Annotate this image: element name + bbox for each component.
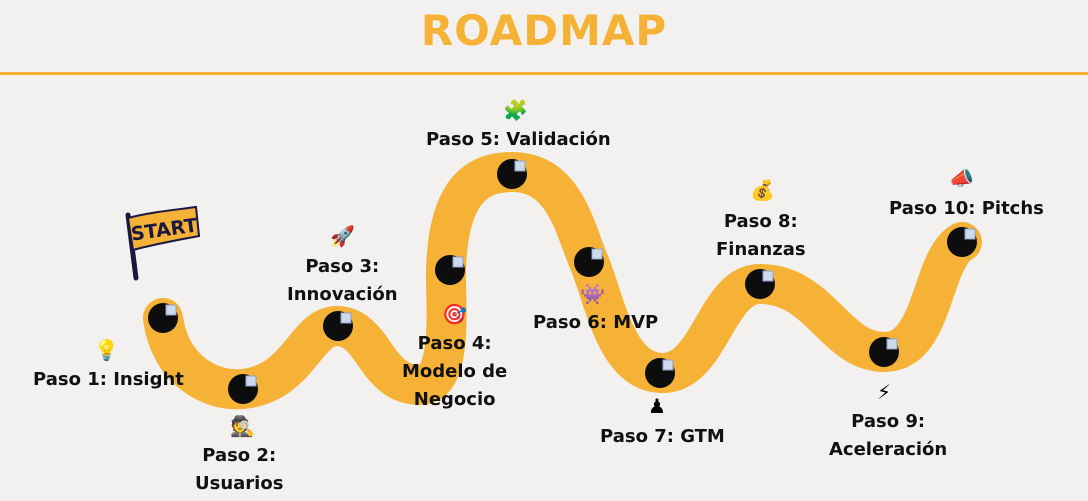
rocket-icon: 🚀	[330, 224, 355, 248]
step-2-label: Paso 2: Usuarios	[195, 445, 284, 494]
road-path	[143, 152, 982, 410]
step-8-label: Paso 8: Finanzas	[716, 211, 806, 260]
step-5-label: Paso 5: Validación	[426, 129, 611, 150]
step-9-label: Paso 9: Aceleración	[829, 411, 948, 460]
start-flag: START	[125, 205, 201, 281]
lightbulb-icon: 💡	[94, 338, 119, 362]
node-step-7	[645, 358, 675, 388]
node-step-1	[148, 303, 178, 333]
puzzle-icon: 🧩	[503, 98, 528, 122]
step-1-label: Paso 1: Insight	[33, 369, 184, 390]
megaphone-icon: 📣	[949, 166, 974, 190]
step-6-label: Paso 6: MVP	[533, 312, 659, 333]
money-bag-icon: 💰	[750, 178, 775, 202]
node-step-8	[745, 269, 775, 299]
node-step-5	[497, 159, 527, 189]
step-4-label: Paso 4: Modelo de Negocio	[402, 333, 508, 410]
detective-icon: 🕵	[230, 414, 255, 438]
lightning-icon: ⚡	[877, 380, 892, 404]
page-title: ROADMAP	[420, 6, 668, 55]
invader-icon: 👾	[580, 282, 605, 306]
step-10-label: Paso 10: Pitchs	[889, 198, 1044, 219]
flag-cloth	[126, 205, 201, 252]
step-3-label: Paso 3: Innovación	[287, 256, 398, 305]
target-icon: 🎯	[442, 302, 467, 326]
node-step-4	[435, 255, 465, 285]
node-step-2	[228, 374, 258, 404]
node-step-10	[947, 227, 977, 257]
step-7-label: Paso 7: GTM	[600, 426, 725, 447]
chess-pawn-icon: ♟	[648, 394, 666, 418]
title-divider	[0, 72, 1088, 75]
node-step-6	[574, 247, 604, 277]
node-step-3	[323, 311, 353, 341]
node-step-9	[869, 337, 899, 367]
